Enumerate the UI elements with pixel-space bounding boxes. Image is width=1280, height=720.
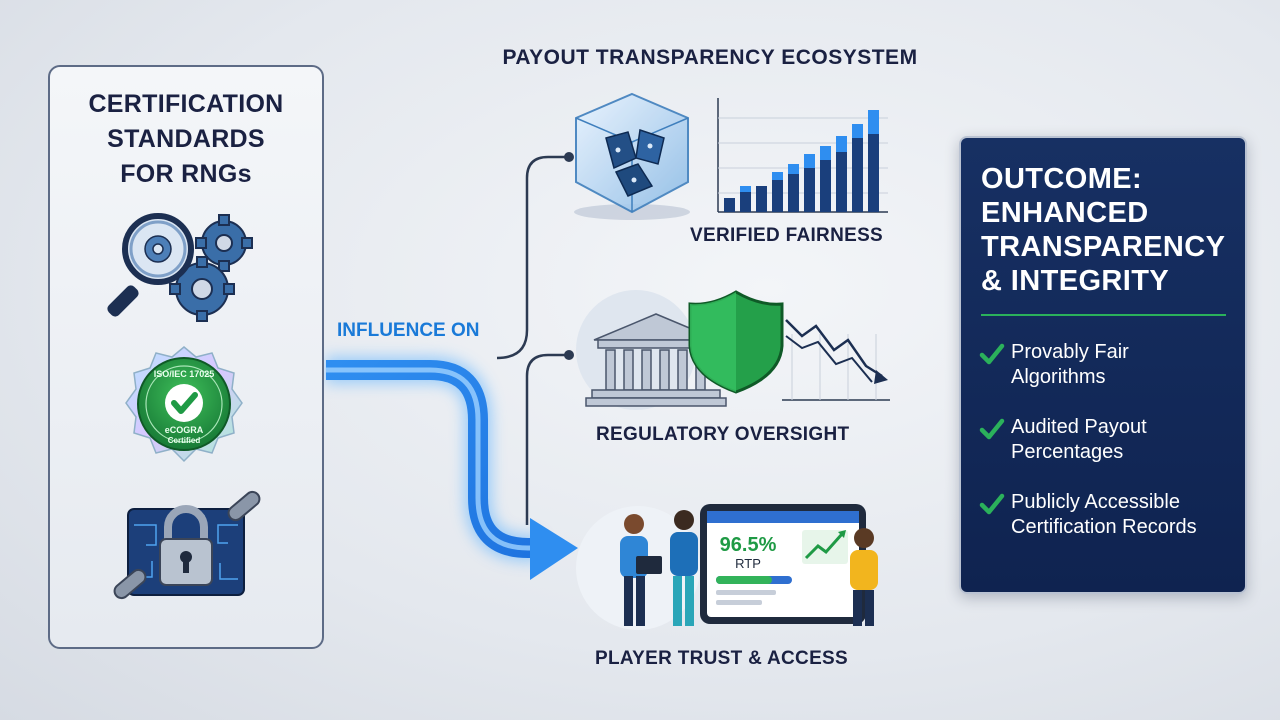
padlock-chain-icon [113, 490, 261, 600]
check-icon [979, 418, 1005, 440]
outcome-item-text: Percentages [1011, 441, 1124, 463]
player-person-icon [850, 528, 878, 626]
declining-line-chart [782, 319, 890, 401]
outcome-title-line: ENHANCED [981, 197, 1149, 229]
seal-text-lab: eCOGRA [165, 425, 204, 435]
influence-label: INFLUENCE ON [337, 320, 480, 341]
regulatory-oversight-label: REGULATORY OVERSIGHT [596, 424, 850, 445]
ecosystem-title: PAYOUT TRANSPARENCY ECOSYSTEM [502, 46, 918, 69]
players-tablet-icon: 96.5% RTP [576, 504, 878, 630]
certification-standards-panel: CERTIFICATION STANDARDS FOR RNGs [48, 65, 324, 649]
institution-shield-icon [576, 290, 890, 410]
rtp-value: 96.5% [720, 534, 777, 556]
outcome-title: OUTCOME: ENHANCED TRANSPARENCY & INTEGRI… [981, 162, 1241, 298]
player-person-icon [620, 514, 662, 626]
verified-fairness-label: VERIFIED FAIRNESS [690, 225, 884, 246]
seal-text-certified: Certified [168, 436, 201, 445]
title-line: STANDARDS [107, 125, 265, 153]
certification-seal-icon: ISO/IEC 17025 eCOGRA Certified [125, 346, 243, 463]
player-person-icon [670, 510, 698, 626]
seal-text-standard: ISO/IEC 17025 [154, 369, 215, 379]
outcome-divider [981, 314, 1226, 316]
player-trust-access-label: PLAYER TRUST & ACCESS [595, 648, 848, 669]
rising-bar-chart [717, 98, 888, 213]
outcome-title-line: OUTCOME: [981, 163, 1143, 195]
outcome-panel: OUTCOME: ENHANCED TRANSPARENCY & INTEGRI… [959, 136, 1247, 594]
outcome-item-text: Publicly Accessible [1011, 491, 1180, 513]
check-icon [979, 343, 1005, 365]
title-line: CERTIFICATION [88, 90, 284, 118]
rtp-label: RTP [735, 556, 761, 571]
title-line: FOR RNGs [120, 160, 252, 188]
crystal-dice-bar-chart-icon [574, 92, 888, 220]
branch-connector [496, 155, 565, 525]
check-icon [979, 493, 1005, 515]
outcome-item-text: Certification Records [1011, 516, 1197, 538]
outcome-title-line: TRANSPARENCY [981, 231, 1226, 263]
outcome-item-text: Provably Fair [1011, 341, 1129, 363]
influence-flow-arrow [326, 356, 578, 580]
certification-standards-title: CERTIFICATION STANDARDS FOR RNGs [50, 87, 322, 192]
gears-magnifier-icon [107, 213, 253, 322]
outcome-title-line: & INTEGRITY [981, 265, 1170, 297]
outcome-item-text: Algorithms [1011, 366, 1106, 388]
outcome-item-text: Audited Payout [1011, 416, 1147, 438]
